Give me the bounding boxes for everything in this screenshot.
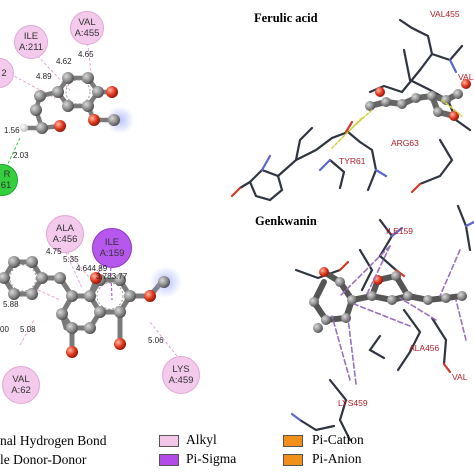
legend-label: Pi-Anion	[312, 451, 362, 466]
legend-label: le Donor-Donor	[0, 452, 87, 467]
legend-label: Alkyl	[186, 432, 217, 447]
distance-label: 2.03	[13, 151, 29, 160]
distance-label: 4.75	[46, 247, 62, 256]
distance-label: 00	[0, 325, 9, 334]
protein-label: VAL455	[430, 9, 460, 19]
distance-label: 5.06	[148, 336, 164, 345]
distance-label: 1.56	[4, 126, 20, 135]
legend-label: Pi-Sigma	[186, 451, 237, 466]
ferulic-title: Ferulic acid	[254, 11, 318, 25]
genkwanin-title: Genkwanin	[255, 214, 317, 228]
genkwanin-2d-diagram	[0, 247, 182, 361]
residue-ile211: ILE A:211	[14, 25, 48, 59]
residue-ile159: ILE A:159	[92, 228, 132, 268]
ferulic-2d-diagram	[5, 37, 134, 169]
distance-label: 4.65	[78, 50, 94, 59]
protein-label: VAL	[452, 372, 468, 382]
protein-label: ALA456	[409, 343, 440, 353]
genkwanin-3d-pose	[290, 204, 474, 442]
distance-label: 5.35	[63, 255, 79, 264]
residue-ala456: ALA A:456	[46, 215, 84, 253]
protein-label: TYR61	[339, 156, 366, 166]
distance-label: 4.644.89	[76, 264, 108, 273]
protein-label: ILE159	[386, 226, 413, 236]
protein-label: VAL	[458, 72, 474, 82]
legend-swatch-pi-anion	[283, 454, 303, 466]
distance-label: 5.88	[3, 300, 19, 309]
residue-lys459: LYS A:459	[162, 356, 200, 394]
distance-label: 3.783.77	[96, 272, 128, 281]
residue-val62: VAL A:62	[2, 366, 40, 404]
distance-label: 4.62	[56, 57, 72, 66]
distance-label: 5.08	[20, 325, 36, 334]
protein-label: LYS459	[338, 398, 368, 408]
legend-swatch-pi-cation	[283, 435, 303, 447]
ferulic-3d-pose	[230, 18, 472, 202]
legend-swatch-alkyl	[159, 435, 179, 447]
legend-label: nal Hydrogen Bond	[0, 433, 107, 448]
protein-label: ARG63	[391, 138, 419, 148]
legend-label: Pi-Cation	[312, 432, 364, 447]
distance-label: 4.89	[36, 72, 52, 81]
legend-swatch-pi-sigma	[159, 454, 179, 466]
residue-val455: VAL A:455	[70, 11, 104, 45]
